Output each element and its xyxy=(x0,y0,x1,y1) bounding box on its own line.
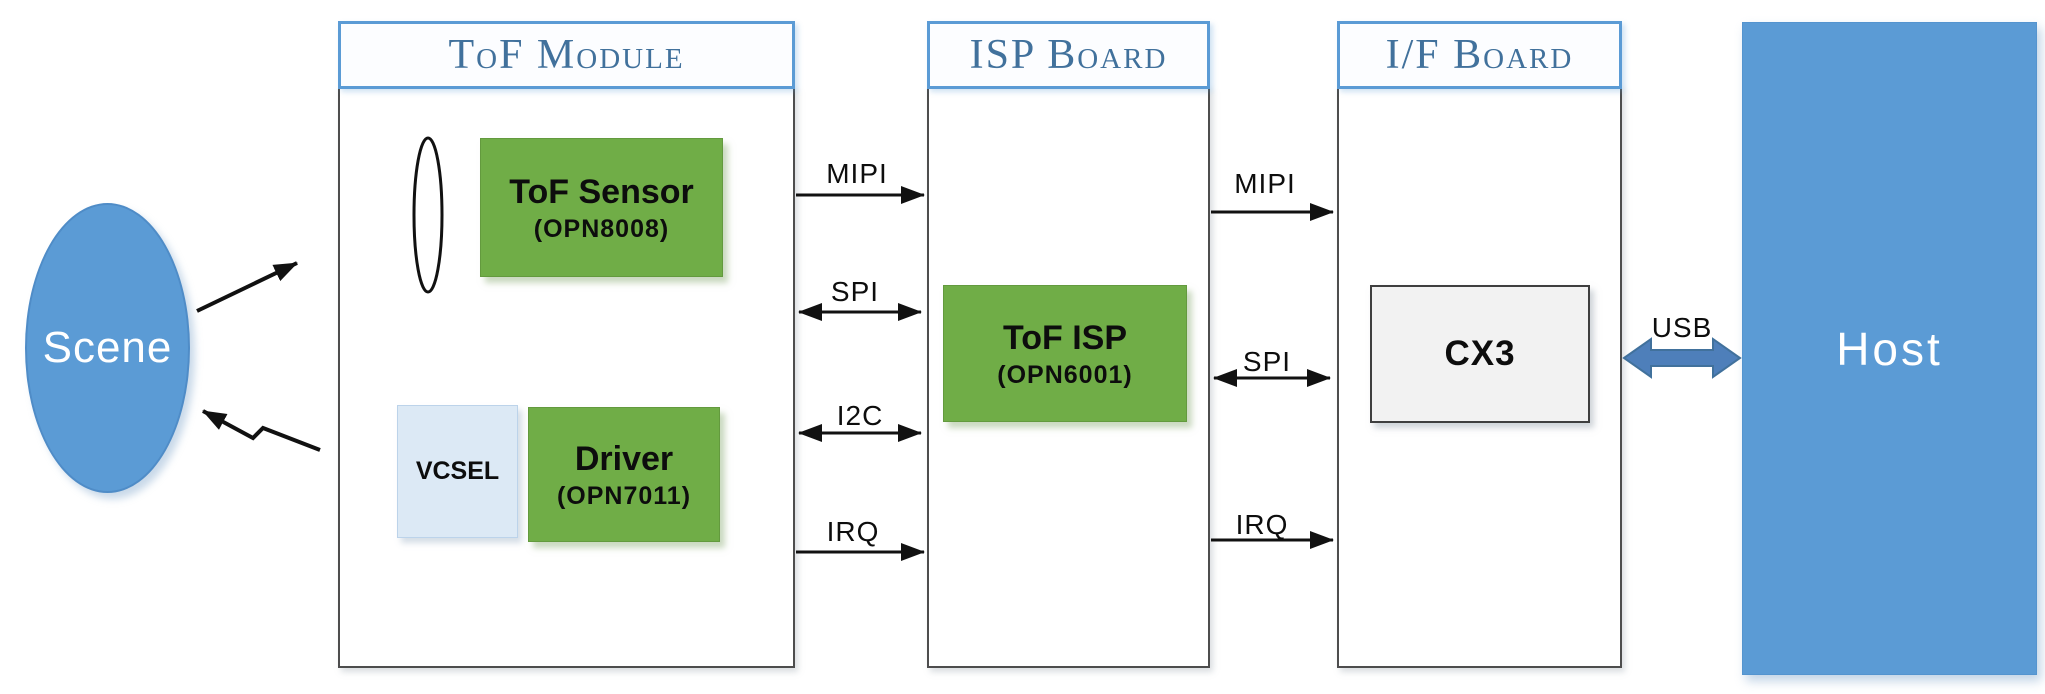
cx3-chip: CX3 xyxy=(1370,285,1590,423)
scene-label: Scene xyxy=(42,323,173,372)
driver-name: Driver xyxy=(574,440,674,479)
bus-label-mipi-right: MIPI xyxy=(1234,168,1296,199)
bus-label-spi-left: SPI xyxy=(830,276,880,307)
bus-label-i2c: I2C xyxy=(836,400,884,431)
reflected-light-arrow xyxy=(196,261,298,313)
bus-label-irq-right: IRQ xyxy=(1235,509,1289,540)
host-label: Host xyxy=(1836,322,1943,375)
tof-sensor-part: (OPN8008) xyxy=(533,214,670,243)
vcsel-chip: VCSEL xyxy=(397,405,518,538)
emitted-light-zigzag-arrow xyxy=(202,409,321,452)
if-board-title: I/F Board xyxy=(1385,32,1574,78)
tof-sensor-name: ToF Sensor xyxy=(509,173,694,212)
tof-isp-part: (OPN6001) xyxy=(997,360,1133,389)
usb-double-arrow xyxy=(1622,337,1742,379)
bus-label-usb: USB xyxy=(1651,312,1713,343)
driver-chip: Driver (OPN7011) xyxy=(528,407,720,542)
tof-isp-chip: ToF ISP (OPN6001) xyxy=(943,285,1187,422)
bus-label-spi-right: SPI xyxy=(1242,346,1292,377)
if-board-title-bar: I/F Board xyxy=(1337,21,1622,89)
cx3-name: CX3 xyxy=(1444,334,1516,373)
tof-module-title: ToF Module xyxy=(448,32,685,78)
driver-part: (OPN7011) xyxy=(556,481,692,510)
isp-board-title-bar: ISP Board xyxy=(927,21,1210,89)
bus-label-irq-left: IRQ xyxy=(826,516,880,547)
vcsel-name: VCSEL xyxy=(415,457,500,485)
bus-label-mipi-left: MIPI xyxy=(826,158,888,189)
isp-board-title: ISP Board xyxy=(969,32,1168,78)
scene-ellipse: Scene xyxy=(25,203,190,493)
tof-isp-name: ToF ISP xyxy=(1002,319,1128,358)
tof-module-title-bar: ToF Module xyxy=(338,21,795,89)
tof-sensor-chip: ToF Sensor (OPN8008) xyxy=(480,138,723,277)
host-box: Host xyxy=(1742,22,2037,675)
